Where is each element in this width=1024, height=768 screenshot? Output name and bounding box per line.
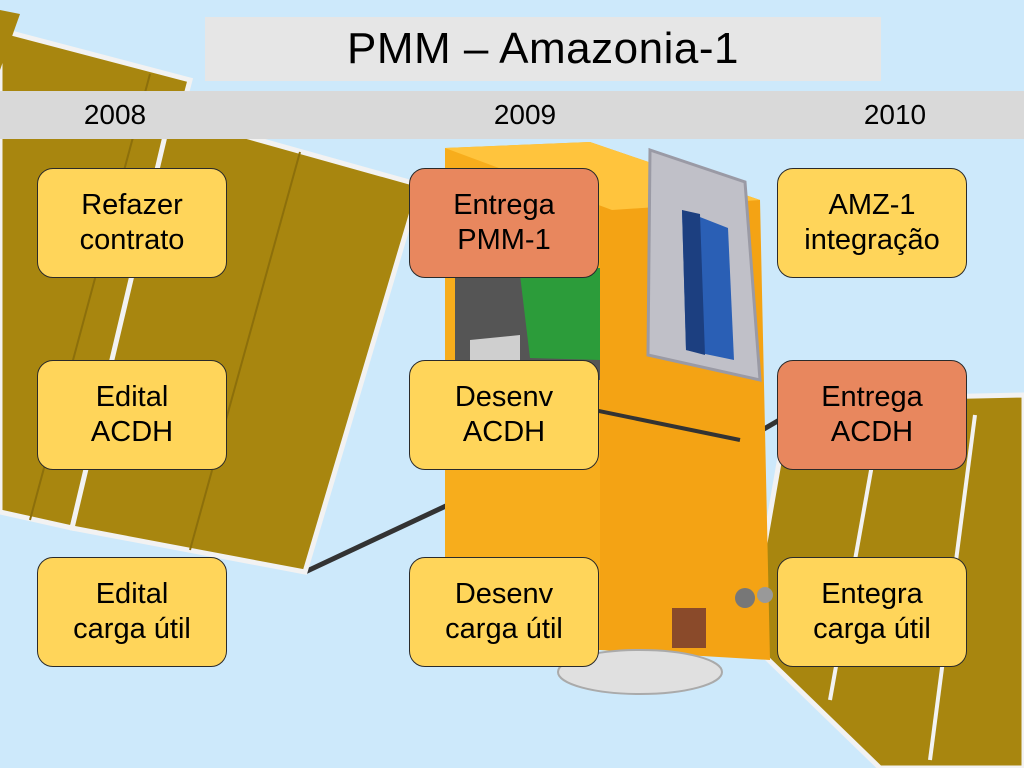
milestone-label: Desenv carga útil [445, 578, 563, 645]
year-label-2009: 2009 [493, 99, 557, 130]
milestone-box: Edital carga útil [37, 557, 227, 667]
milestone-box: Entegra carga útil [777, 557, 967, 667]
milestone-label: Entegra carga útil [813, 578, 931, 645]
milestone-label: Entrega ACDH [821, 381, 923, 448]
milestone-box: Entrega ACDH [777, 360, 967, 470]
page-title: PMM – Amazonia-1 [205, 17, 881, 81]
year-label-2010: 2010 [863, 99, 927, 130]
milestone-box: AMZ-1 integração [777, 168, 967, 278]
milestone-label: Desenv ACDH [454, 381, 554, 448]
milestone-box: Entrega PMM-1 [409, 168, 599, 278]
milestone-label: AMZ-1 integração [804, 189, 940, 256]
milestone-box: Edital ACDH [37, 360, 227, 470]
milestone-box: Refazer contrato [37, 168, 227, 278]
timeline-header: 2008 2009 2010 [0, 91, 1024, 139]
milestone-label: Entrega PMM-1 [453, 189, 555, 256]
milestone-label: Edital ACDH [90, 381, 174, 448]
year-label-2008: 2008 [83, 99, 147, 130]
left-solar-boom [303, 502, 450, 575]
milestone-box: Desenv carga útil [409, 557, 599, 667]
milestone-box: Desenv ACDH [409, 360, 599, 470]
milestone-label: Edital carga útil [73, 578, 191, 645]
milestone-label: Refazer contrato [79, 189, 185, 256]
